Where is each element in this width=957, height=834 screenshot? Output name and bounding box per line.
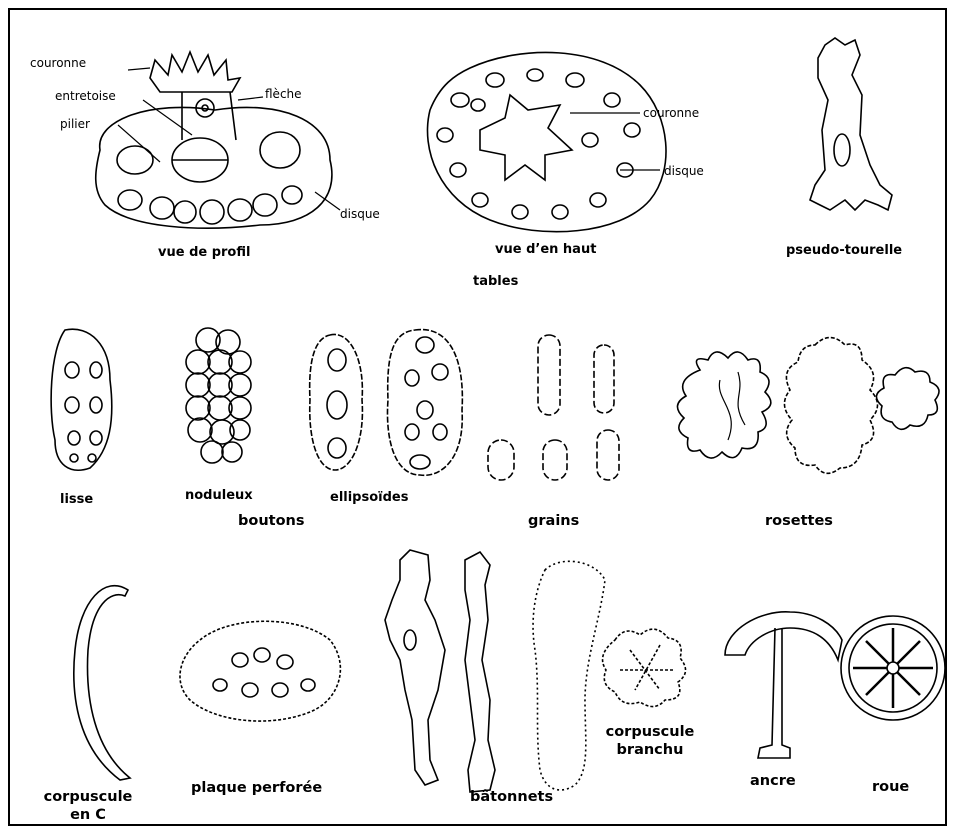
grains-drawing <box>488 335 619 480</box>
group-label-rosettes: rosettes <box>765 514 833 529</box>
batonnets-drawing <box>385 550 605 792</box>
bouton-lisse-drawing <box>51 329 112 470</box>
roue-drawing <box>841 616 945 720</box>
group-label-boutons: boutons <box>238 514 305 529</box>
rosettes-drawing <box>677 338 939 474</box>
caption-batonnets: bâtonnets <box>470 790 553 805</box>
caption-branchu-line1: corpuscule <box>605 725 695 740</box>
table-top-drawing <box>428 52 667 231</box>
label-couronne-profile: couronne <box>30 57 86 69</box>
caption-noduleux: noduleux <box>185 489 253 502</box>
bouton-ellipsoide-2-drawing <box>387 330 462 476</box>
plaque-perforee-drawing <box>180 621 340 721</box>
label-entretoise: entretoise <box>55 90 116 102</box>
caption-corpuscule-c-line1: corpuscule <box>28 790 148 805</box>
ancre-drawing <box>725 612 842 758</box>
table-profile-drawing <box>96 52 340 228</box>
label-fleche: flèche <box>265 88 302 100</box>
label-couronne-top: couronne <box>643 107 699 119</box>
group-label-grains: grains <box>528 514 579 529</box>
caption-pseudo-tourelle: pseudo-tourelle <box>786 244 902 257</box>
caption-plaque-perforee: plaque perforée <box>191 781 322 796</box>
caption-corpuscule-c-line2: en C <box>28 808 148 823</box>
bouton-noduleux-drawing <box>186 328 251 463</box>
caption-roue: roue <box>872 780 909 795</box>
label-disque-top: disque <box>664 165 704 177</box>
caption-ellipsoides: ellipsoïdes <box>330 491 408 504</box>
corpuscule-c-drawing <box>74 586 130 780</box>
caption-vue-de-profil: vue de profil <box>158 246 250 259</box>
caption-lisse: lisse <box>60 493 93 506</box>
bouton-ellipsoide-1-drawing <box>310 334 363 470</box>
label-disque-profile: disque <box>340 208 380 220</box>
pseudo-tourelle-drawing <box>810 38 892 210</box>
group-label-tables: tables <box>473 275 518 288</box>
label-pilier: pilier <box>60 118 90 130</box>
caption-ancre: ancre <box>750 774 796 789</box>
caption-branchu-line2: branchu <box>605 743 695 758</box>
caption-vue-d-en-haut: vue d’en haut <box>495 243 596 256</box>
corpuscule-branchu-drawing <box>603 629 686 706</box>
